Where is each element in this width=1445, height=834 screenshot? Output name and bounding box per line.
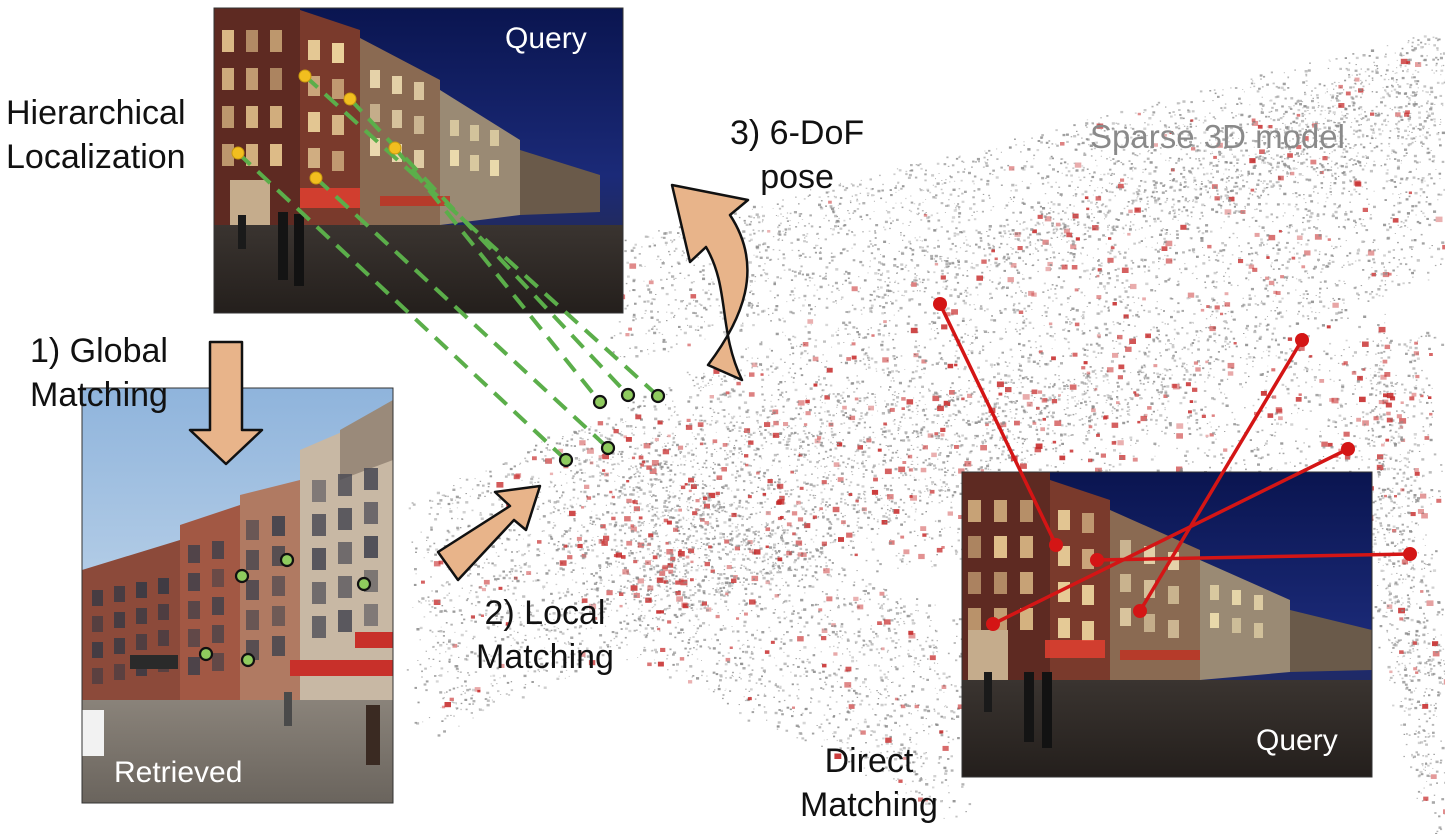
down-arrow-icon (188, 340, 264, 466)
query-keypoints (231, 69, 402, 185)
local-matching-label: 2) Local Matching (476, 592, 614, 679)
direct-match-lines (938, 303, 1411, 626)
global-matching-line-1: 1) Global (30, 332, 168, 370)
query-top-label: Query (505, 22, 587, 55)
hierarchical-label-line-1: Hierarchical (6, 94, 186, 132)
retrieved-label: Retrieved (114, 756, 243, 789)
pose-label: 3) 6-DoF pose (730, 112, 864, 199)
query-bottom-label: Query (1256, 724, 1338, 757)
up-right-arrow-icon (436, 484, 542, 582)
retrieved-image (82, 388, 393, 803)
global-matching-line-2: Matching (30, 375, 168, 414)
local-matching-line-1: 2) Local (484, 594, 606, 632)
hierarchical-label-line-2: Localization (6, 137, 186, 176)
retrieved-keypoints (198, 552, 372, 668)
global-matching-label: 1) Global Matching (30, 330, 168, 417)
local-match-lines (236, 74, 660, 462)
query-image-bottom (962, 472, 1372, 777)
sparse-model-label: Sparse 3D model (1090, 118, 1345, 155)
direct-matching-line-1: Direct (824, 742, 914, 780)
pose-label-line-2: pose (760, 157, 834, 196)
query-image-top (214, 8, 623, 313)
local-matching-line-2: Matching (476, 637, 614, 676)
direct-match-points (933, 297, 1417, 631)
model-keypoints (558, 387, 666, 468)
pose-label-line-1: 3) 6-DoF (730, 114, 865, 152)
sparse-point-cloud (406, 35, 1445, 834)
hierarchical-localization-label: Hierarchical Localization (6, 92, 186, 179)
direct-matching-label: Direct Matching (800, 740, 938, 827)
curved-arrow-icon (670, 183, 750, 382)
direct-matching-line-2: Matching (800, 785, 938, 824)
